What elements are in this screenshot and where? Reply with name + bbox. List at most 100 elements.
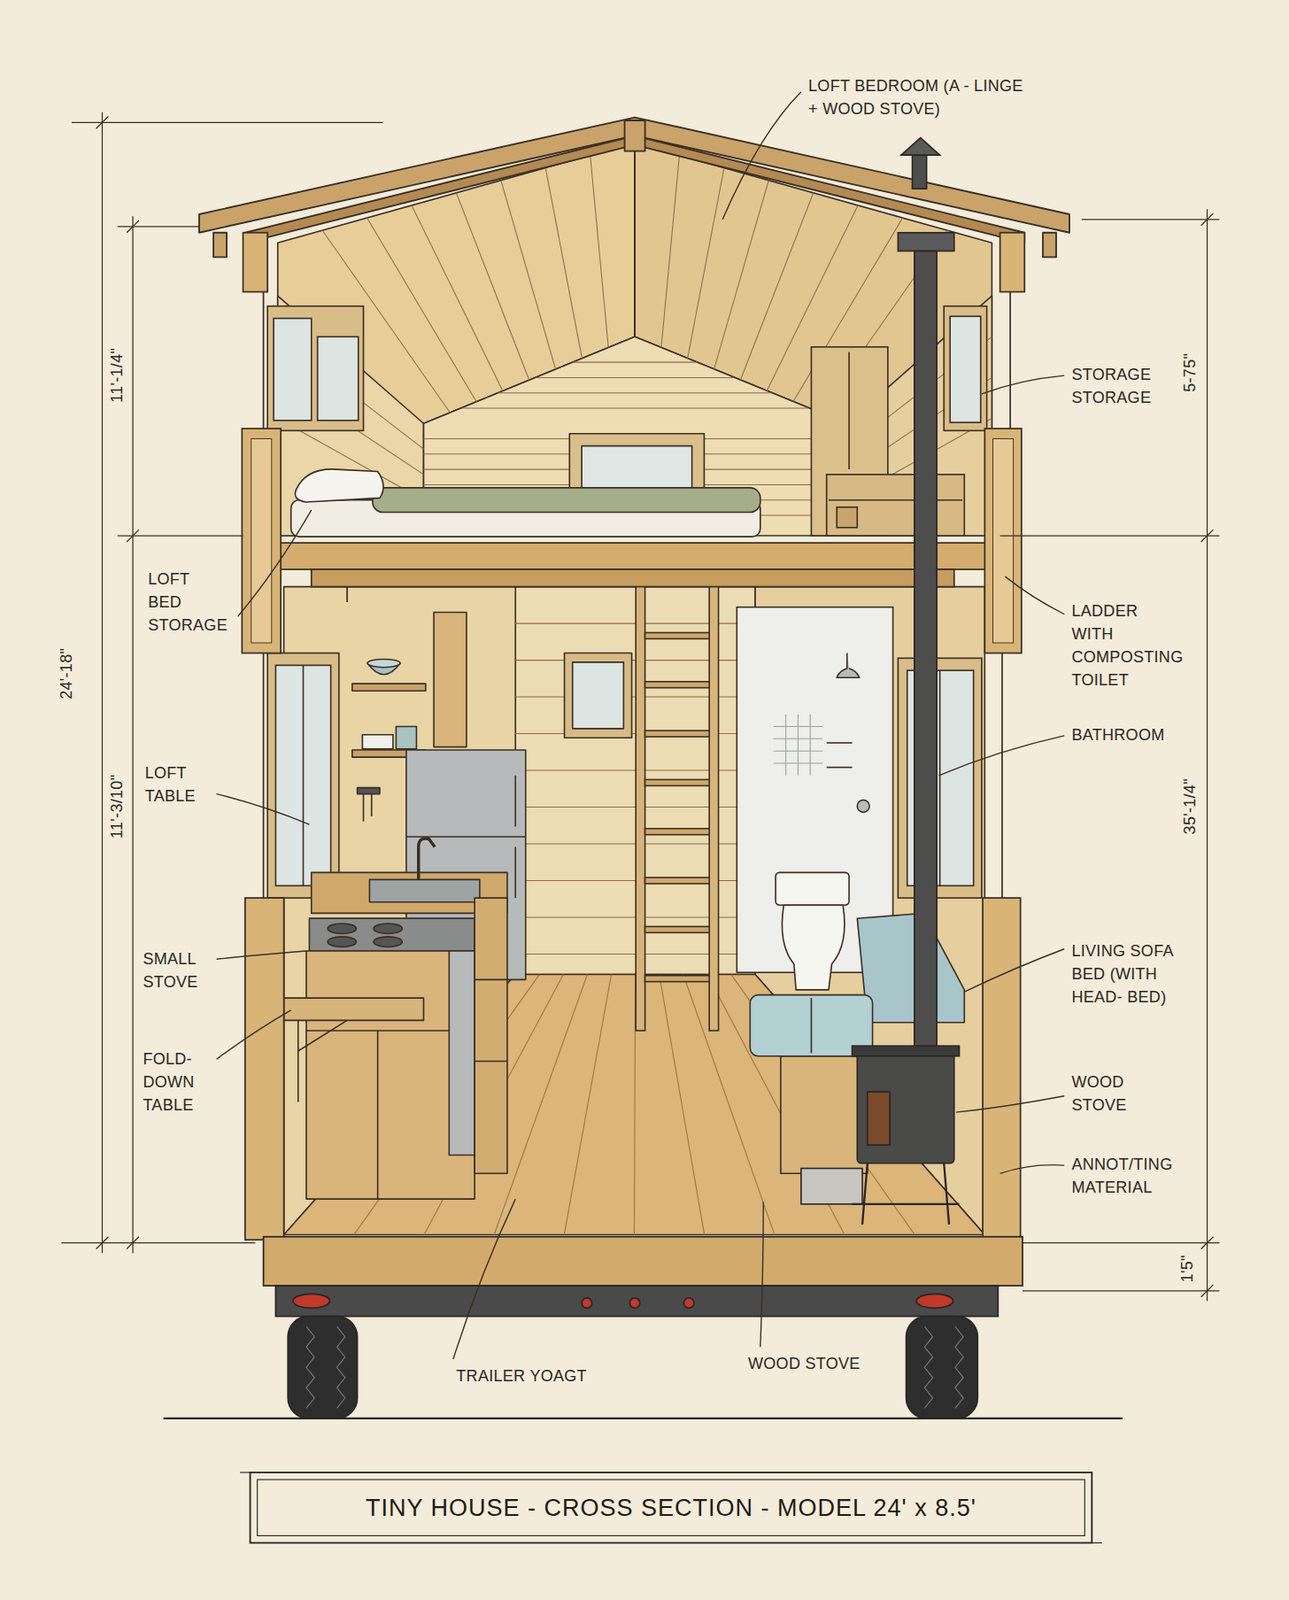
kitchen [448, 950, 475, 1155]
loft-interior [545, 168, 582, 359]
lower-windows [267, 653, 340, 899]
wood-stove [897, 232, 954, 252]
kitchen [357, 787, 380, 795]
dimension-text: 24'-18" [57, 645, 78, 703]
kitchen [418, 838, 435, 880]
loft-interior [455, 192, 529, 380]
leader-lines [216, 1010, 292, 1059]
ladder [645, 877, 711, 884]
bathroom [781, 904, 845, 990]
dimension-text: 1'5" [1178, 1251, 1198, 1285]
bathroom [773, 762, 823, 764]
trailer [275, 1285, 998, 1317]
kitchen [369, 879, 479, 902]
bathroom [773, 725, 823, 727]
wood-stove [914, 250, 937, 1053]
wood-stove [856, 1050, 954, 1164]
dimension-lines [1081, 218, 1220, 220]
leader-lines [981, 375, 1065, 394]
kitchen [362, 734, 394, 749]
loft-storage-cabinet [848, 352, 850, 471]
wall-frame [1009, 292, 1012, 429]
kitchen [377, 1030, 379, 1199]
wall-frame [993, 439, 1014, 643]
trailer [337, 1326, 346, 1408]
loft-windows [943, 306, 987, 432]
dimension-lines [1022, 1242, 1220, 1243]
dimension-lines [71, 122, 383, 124]
loft-floor [271, 542, 996, 603]
dimension-lines [117, 225, 200, 227]
kitchen [298, 1019, 348, 1102]
loft-interior [501, 180, 556, 370]
trailer [906, 1316, 979, 1419]
leader-lines [760, 1202, 764, 1348]
loft-interior [498, 392, 772, 394]
loft-windows [273, 318, 312, 421]
sofa-bed [780, 1056, 868, 1174]
loft-storage-cabinet [810, 347, 965, 536]
callout-label: ANNOT/TING MATERIAL [1071, 1152, 1180, 1199]
ladder [645, 926, 711, 933]
kitchen [370, 794, 373, 817]
wall-frame [1001, 653, 1004, 899]
kitchen [474, 1060, 508, 1063]
dimension-lines [61, 112, 1220, 1302]
bathroom [836, 653, 859, 679]
lower-windows [302, 664, 305, 886]
bathroom [826, 741, 853, 744]
dimension-lines [1201, 213, 1214, 1297]
loft-windows [949, 316, 981, 423]
kitchen [433, 611, 467, 747]
loft-interior [661, 155, 680, 348]
trailer [293, 1293, 330, 1308]
title-frame [257, 1479, 1086, 1536]
trailer [916, 1293, 953, 1308]
leader-lines [216, 794, 310, 826]
bathroom [797, 714, 799, 776]
ladder [645, 730, 711, 737]
callout-label: TRAILER YOAGT [455, 1364, 587, 1388]
dimension-lines [1206, 208, 1208, 1301]
ladder [645, 828, 711, 835]
lower-walls [284, 586, 986, 1235]
trailer [683, 1297, 695, 1309]
wall-frame [262, 292, 265, 429]
leader-lines [216, 950, 307, 959]
wood-stove [801, 1168, 863, 1205]
dimension-text: 5-75" [1180, 350, 1201, 395]
callout-label: STORAGE STORAGE [1071, 362, 1151, 410]
wood-stove [901, 138, 941, 156]
bathroom [810, 714, 811, 776]
sofa-bed [810, 997, 813, 1053]
dimension-lines [61, 1242, 255, 1243]
callout-label: SMALL STOVE [142, 947, 198, 994]
wall-frame [1000, 232, 1026, 293]
loft-floor [346, 586, 348, 603]
leader-lines [938, 735, 1065, 776]
loft-interior [713, 180, 769, 370]
leader-lines [1000, 1165, 1066, 1174]
leader-lines [964, 949, 1065, 992]
leader-lines [238, 509, 312, 617]
bathroom [775, 872, 850, 905]
bathroom [773, 714, 823, 776]
title-frame [239, 1472, 1103, 1544]
dimension-lines [101, 112, 103, 1253]
leader-lines [722, 92, 802, 220]
sofa-bed [856, 912, 965, 1022]
trailer [287, 1316, 357, 1419]
trailer [955, 1326, 964, 1408]
bathroom [773, 738, 823, 740]
lower-windows [275, 664, 331, 886]
lower-windows [939, 670, 942, 886]
ladder [635, 583, 645, 1031]
loft-storage-cabinet [836, 507, 857, 528]
kitchen [306, 950, 475, 1199]
loft-interior [461, 407, 809, 409]
lower-walls [659, 974, 705, 1235]
loft-interior [367, 217, 478, 402]
trailer [263, 1236, 1023, 1286]
loft-windows [317, 336, 359, 420]
